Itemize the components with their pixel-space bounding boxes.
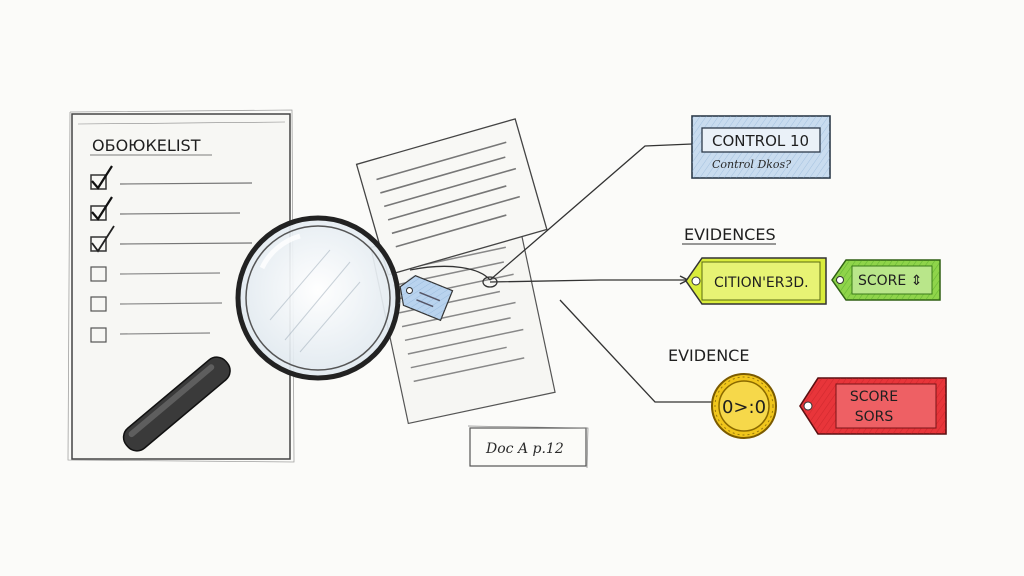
checklist-item-2[interactable] [90, 196, 241, 221]
control-tag[interactable]: CONTROL 10 Control Dkos? [691, 115, 831, 179]
checklist-item-5[interactable] [90, 296, 223, 312]
connector-to-evidence [559, 299, 712, 403]
small-blue-tag [397, 273, 454, 322]
document-stack [355, 118, 556, 425]
connector-to-evidences [489, 279, 688, 283]
tag-hole-icon [836, 276, 844, 284]
checkmark-icon [91, 225, 115, 253]
checkbox[interactable] [90, 296, 107, 312]
checklist-item-6[interactable] [90, 327, 211, 343]
coin-label: 0>:0 [722, 397, 766, 418]
evidence-heading: EVIDENCE [668, 346, 749, 365]
checkmark-icon [91, 196, 113, 221]
checklist-title: ОБОЮКЕLIST [92, 136, 201, 155]
score-tag-red-line2: SORS [855, 409, 894, 425]
control-tag-subtitle: Control Dkos? [712, 158, 791, 171]
checklist-item-4[interactable] [90, 266, 221, 282]
connector-to-control [489, 143, 693, 281]
magnifier-handle [122, 356, 231, 452]
citation-tag-label: CITION'ER3D. [714, 275, 809, 291]
checkbox[interactable] [90, 327, 107, 343]
checklist-item-1[interactable] [90, 165, 253, 190]
evidences-heading: EVIDENCES [684, 225, 776, 244]
score-tag-red[interactable]: SCORE SORS [799, 377, 947, 435]
document-page-front [355, 118, 548, 276]
connector-lines [409, 143, 712, 403]
checklist-item-3[interactable] [90, 225, 253, 253]
tag-hole-icon [803, 401, 813, 411]
tag-hole-icon [691, 276, 701, 286]
score-tag-green-label: SCORE ⇕ [858, 273, 922, 289]
magnifying-glass-icon [122, 215, 401, 452]
score-tag-red-line1: SCORE [850, 389, 898, 405]
magnifier-lens [235, 215, 401, 381]
doc-reference-label[interactable]: Doc A p.12 [467, 425, 589, 469]
coin-badge[interactable]: 0>:0 [711, 373, 777, 439]
checkbox[interactable] [90, 266, 107, 282]
evidence-group: EVIDENCE 0>:0 SCORE SORS [668, 346, 947, 439]
control-tag-title: CONTROL 10 [712, 132, 809, 150]
doc-reference-text: Doc A p.12 [485, 441, 564, 457]
citation-tag[interactable]: CITION'ER3D. [685, 257, 827, 305]
checkmark-icon [91, 165, 113, 190]
score-tag-green[interactable]: SCORE ⇕ [831, 259, 941, 301]
evidences-group: EVIDENCES CITION'ER3D. SCORE ⇕ [682, 225, 941, 305]
